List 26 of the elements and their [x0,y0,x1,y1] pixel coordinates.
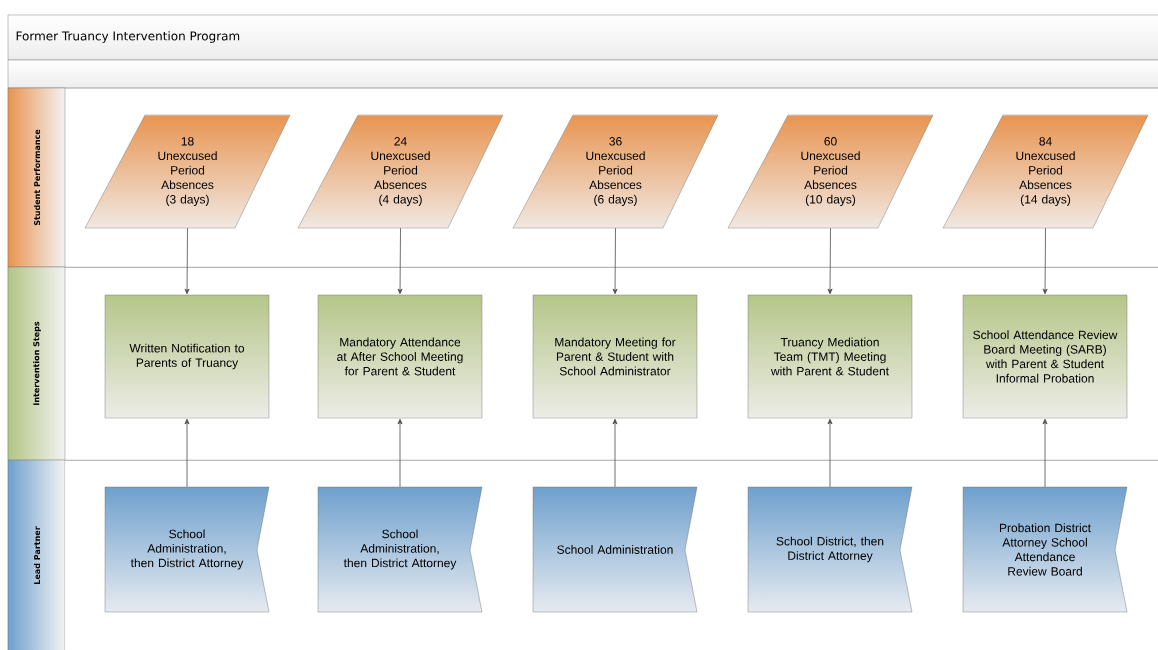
data-parallelogram: 84 Unexcused Period Absences (14 days) [942,114,1149,229]
arrow [397,418,403,488]
process-box: Written Notification to Parents of Truancy [104,294,270,419]
arrow [827,227,833,295]
arrow [612,418,618,488]
partner-flag: School Administration, then District Attorney [317,486,483,613]
arrow [184,227,190,295]
data-parallelogram: 36 Unexcused Period Absences (6 days) [512,114,719,229]
process-box: School Attendance Review Board Meeting (SARB) with Parent & Student Informal Probation [962,294,1128,419]
arrow [1042,227,1048,295]
arrow [1042,418,1048,488]
pool-title: Former Truancy Intervention Program [16,31,240,43]
partner-flag: Probation District Attorney School Attendance Review Board [962,486,1128,613]
partner-flag: School Administration, then District Attorney [104,486,270,613]
arrow [184,418,190,488]
process-box: Mandatory Meeting for Parent & Student with School Administrator [532,294,698,419]
data-parallelogram: 60 Unexcused Period Absences (10 days) [727,114,934,229]
partner-flag: School District, then District Attorney [747,486,913,613]
data-parallelogram: 24 Unexcused Period Absences (4 days) [297,114,504,229]
arrow [827,418,833,488]
arrow [612,227,618,295]
arrow [397,227,403,295]
process-box: Mandatory Attendance at After School Meeting for Parent & Student [317,294,483,419]
partner-flag: School Administration [532,486,698,613]
process-box: Truancy Mediation Team (TMT) Meeting with Parent & Student [747,294,913,419]
data-parallelogram: 18 Unexcused Period Absences (3 days) [84,114,291,229]
